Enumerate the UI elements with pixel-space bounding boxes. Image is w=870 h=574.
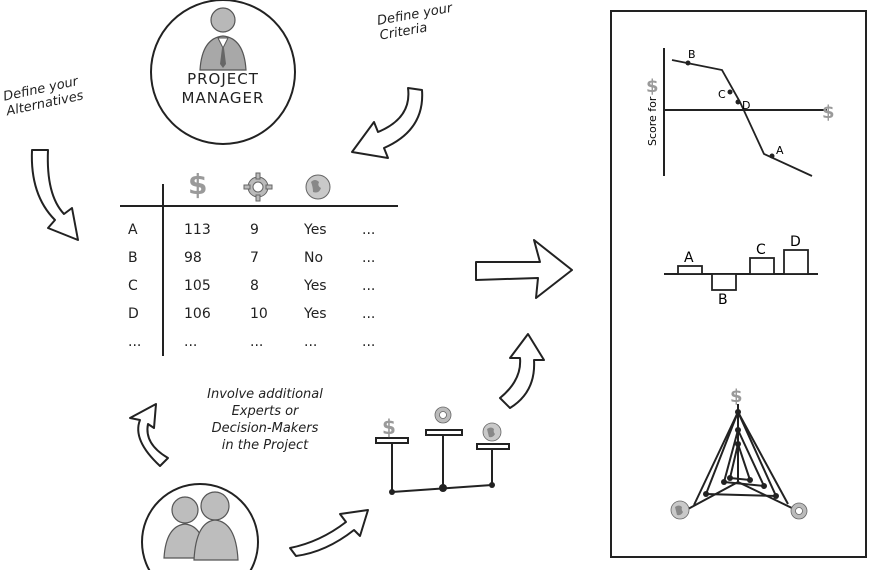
table-cell: C (128, 278, 138, 294)
person-tie-icon (199, 7, 247, 71)
note-involve-line2: Experts or (231, 404, 299, 419)
tree-gear-icon (434, 406, 452, 424)
manager-label-line1: PROJECT (187, 70, 259, 88)
bar-label-A: A (684, 250, 694, 266)
score-axis-label: Score for (646, 96, 659, 146)
spider-chart (687, 404, 795, 510)
experts-node (140, 480, 260, 574)
experts-circle (141, 483, 259, 574)
bar-label-D: D (790, 234, 801, 250)
results-graphics: B C D A Score for $ $ A B C D $ (646, 48, 835, 520)
bar-label-B: B (718, 292, 728, 308)
table-cell: ... (184, 334, 198, 350)
arrow-curved-upleft (129, 403, 169, 467)
table-cell: 10 (250, 306, 268, 322)
table-cell: ... (304, 334, 318, 350)
point-label-B: B (688, 48, 696, 61)
table-cell: 106 (184, 306, 211, 322)
table-cell: ... (128, 334, 142, 350)
point-label-D: D (742, 99, 750, 112)
table-cell: A (128, 222, 138, 238)
table-cell: 113 (184, 222, 211, 238)
gear-icon (243, 172, 273, 202)
bar-chart: A B C D (664, 234, 818, 308)
table-cell: ... (362, 222, 376, 238)
manager-label: PROJECT MANAGER (148, 70, 298, 108)
table-cell: 9 (250, 222, 259, 238)
point-label-A: A (776, 144, 784, 157)
spider-globe-icon (670, 500, 690, 520)
table-cell: Yes (304, 222, 327, 238)
weighting-tree: $ (375, 406, 510, 495)
table-cell: ... (250, 334, 264, 350)
spider-dollar-icon: $ (730, 386, 743, 407)
score-function-chart: B C D A Score for $ $ (646, 48, 835, 177)
table-cell: Yes (304, 306, 327, 322)
manager-label-line2: MANAGER (181, 89, 265, 107)
note-involve-line4: in the Project (221, 438, 309, 453)
table-cell: 98 (184, 250, 202, 266)
arrow-down-left (30, 149, 79, 241)
bar-C (749, 257, 775, 275)
bar-label-C: C (756, 242, 766, 258)
note-involve-line3: Decision-Makers (211, 421, 319, 436)
arrow-down-right (351, 87, 424, 159)
x-axis-dollar-icon: $ (822, 102, 835, 123)
arrow-curved-upright (289, 509, 369, 557)
globe-icon (305, 174, 331, 200)
dollar-icon: $ (188, 168, 208, 201)
group-people-icon (163, 491, 239, 561)
project-manager-node: PROJECT MANAGER (148, 0, 298, 155)
tree-dollar-icon: $ (382, 415, 396, 439)
table-cell: ... (362, 278, 376, 294)
bar-A (677, 265, 703, 275)
table-cell: B (128, 250, 138, 266)
table-cell: No (304, 250, 324, 266)
table-cell: ... (362, 334, 376, 350)
arrow-right-big (475, 239, 573, 299)
project-manager-circle (150, 0, 296, 145)
note-involve-line1: Involve additional (207, 387, 323, 402)
spider-gear-icon (790, 502, 808, 520)
arrow-up-right (499, 333, 545, 409)
score-axis-dollar-icon: $ (646, 76, 659, 97)
bar-B (711, 273, 737, 291)
table-cell: ... (362, 306, 376, 322)
results-panel: B C D A Score for $ $ A B C D $ (610, 10, 867, 558)
table-grid (120, 184, 398, 356)
table-cell: Yes (304, 278, 327, 294)
table-cell: 105 (184, 278, 211, 294)
table-cell: ... (362, 250, 376, 266)
table-cell: D (128, 306, 139, 322)
table-cell: 7 (250, 250, 259, 266)
tree-globe-icon (482, 422, 502, 442)
table-cell: 8 (250, 278, 259, 294)
point-label-C: C (718, 88, 726, 101)
note-involve-experts: Involve additional Experts or Decision-M… (180, 386, 350, 454)
bar-D (783, 249, 809, 275)
